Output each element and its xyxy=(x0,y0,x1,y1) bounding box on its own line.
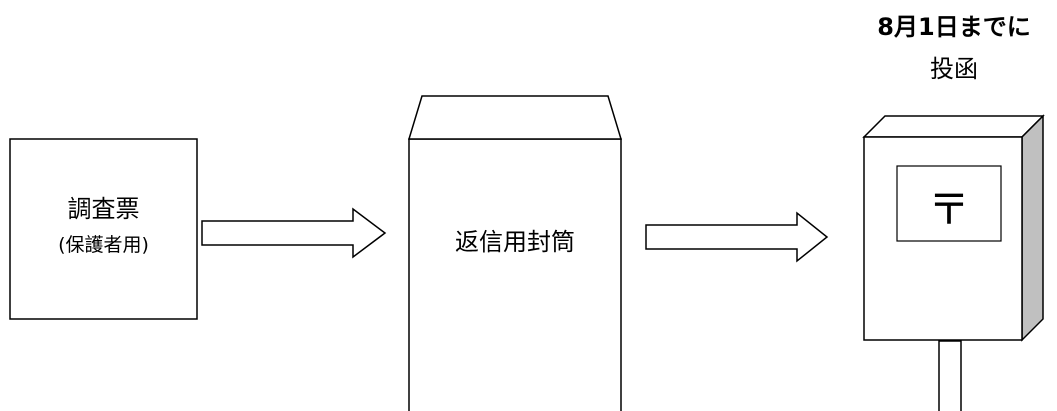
envelope-body xyxy=(408,138,622,411)
postbox-slot-panel xyxy=(896,165,1002,242)
postbox: 〒 xyxy=(862,114,1045,411)
postal-mark-icon: 〒 xyxy=(928,185,970,234)
envelope-label: 返信用封筒 xyxy=(455,228,575,256)
deadline-date: 8月1日までに xyxy=(877,13,1031,41)
arrow-envelope-to-postbox xyxy=(645,211,829,263)
postbox-top xyxy=(862,115,1045,138)
arrow-form-to-envelope xyxy=(201,207,387,259)
deadline-action: 投函 xyxy=(930,55,978,83)
postbox-side xyxy=(1021,114,1044,342)
survey-form-box xyxy=(9,138,198,320)
survey-form-subtitle: (保護者用) xyxy=(58,234,149,256)
postbox-post xyxy=(938,340,962,411)
envelope-flap xyxy=(407,95,623,140)
survey-form-title: 調査票 xyxy=(67,195,140,223)
